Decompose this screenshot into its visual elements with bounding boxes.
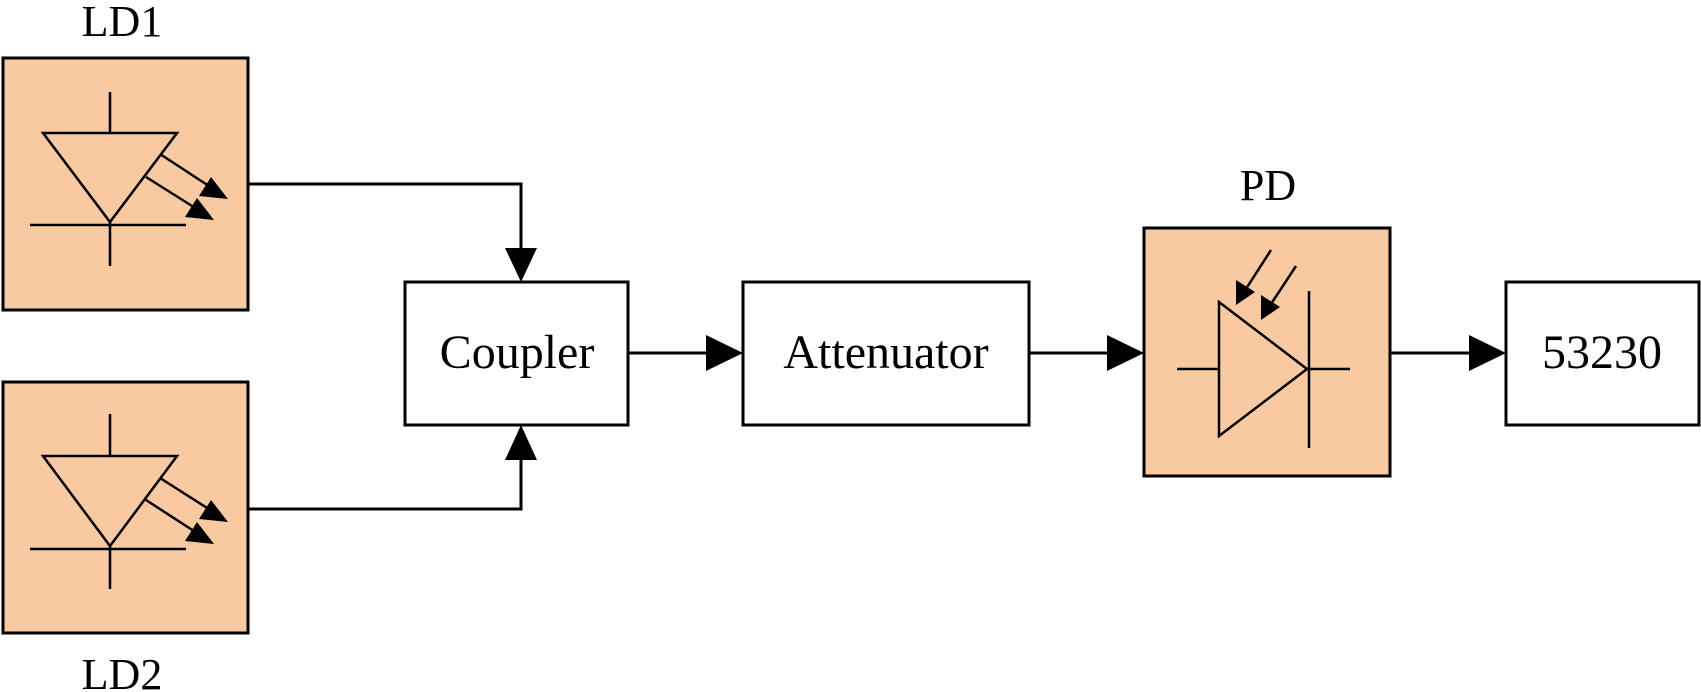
coupler-label: Coupler <box>440 326 595 379</box>
ld2-label: LD2 <box>82 650 163 692</box>
counter-label: 53230 <box>1542 326 1662 379</box>
attenuator-label: Attenuator <box>783 326 988 379</box>
connector-coupler-attenuator <box>628 335 743 371</box>
pd-box <box>1142 226 1392 478</box>
connector-ld2-coupler <box>248 425 537 511</box>
coupler-block: Coupler <box>403 280 630 427</box>
coupler-box <box>403 280 630 427</box>
arrowhead-right <box>1107 335 1144 371</box>
connector-attenuator-pd <box>1029 335 1144 371</box>
ld1-block: LD1 <box>1 0 250 312</box>
ld1-label: LD1 <box>82 0 163 46</box>
counter-block: 53230 <box>1504 280 1701 427</box>
arrowhead-up <box>505 425 537 460</box>
arrowhead-down <box>505 248 537 282</box>
pd-block: PD <box>1142 161 1392 478</box>
attenuator-block: Attenuator <box>741 280 1031 427</box>
laser-diode-icon <box>30 414 228 589</box>
ld2-block: LD2 <box>1 380 250 692</box>
connector-pd-counter <box>1390 335 1506 371</box>
laser-diode-icon <box>30 92 228 266</box>
counter-box <box>1504 280 1701 427</box>
arrowhead-right <box>1469 335 1506 371</box>
attenuator-box <box>741 280 1031 427</box>
photodiode-icon <box>1177 249 1350 448</box>
pd-label: PD <box>1240 161 1296 210</box>
arrowhead-right <box>706 335 743 371</box>
connector-ld1-coupler <box>248 182 537 282</box>
